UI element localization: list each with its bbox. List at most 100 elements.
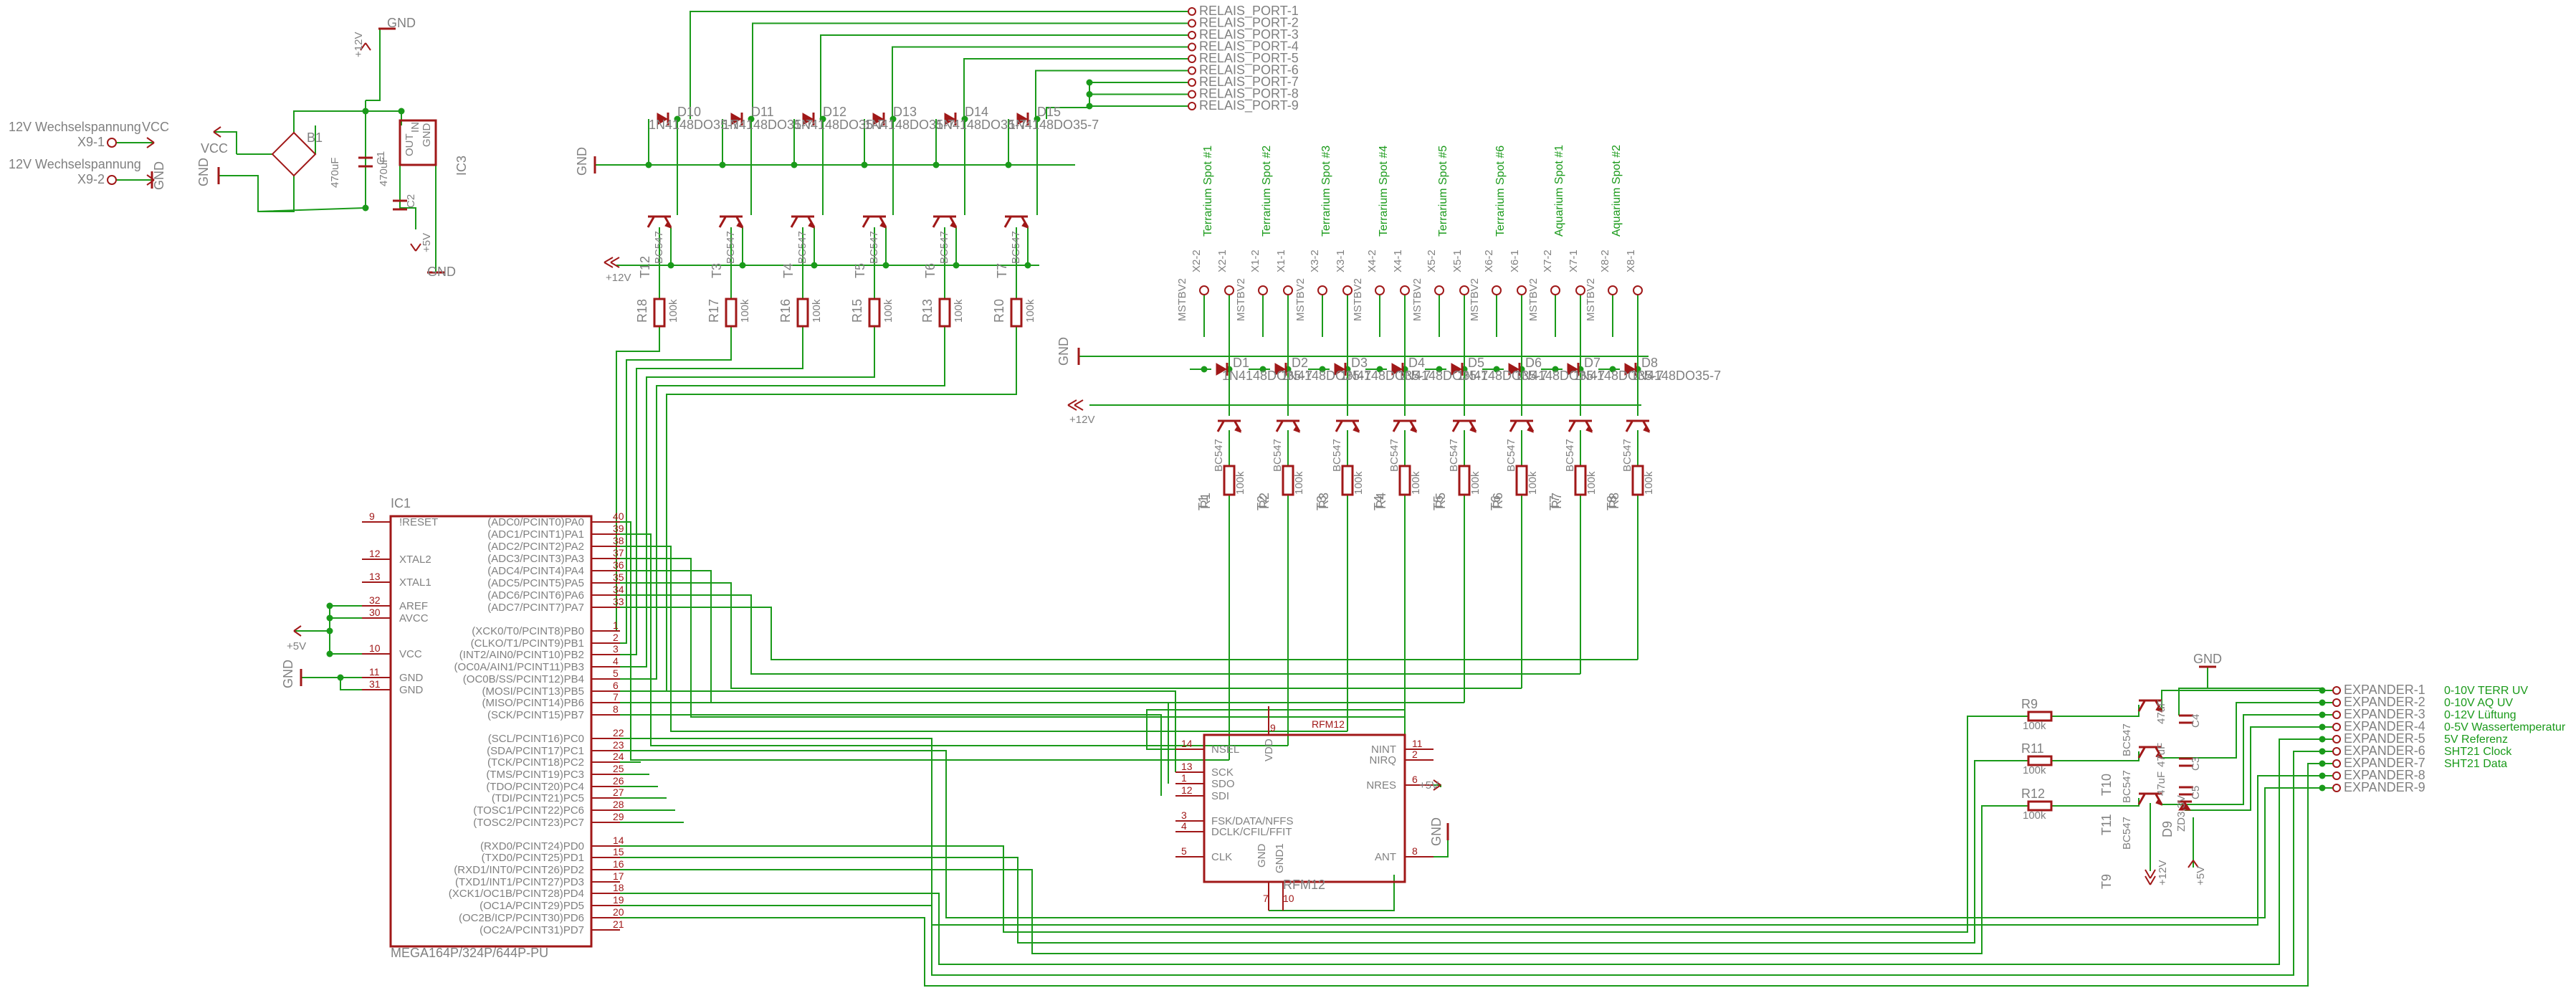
spot-pad-a [1608, 285, 1618, 295]
spot-diode-7 [1567, 363, 1579, 376]
relais-pad [1188, 19, 1196, 28]
wire [2051, 798, 2139, 807]
top-transistor-5-arrow [950, 220, 957, 229]
relais-port-6: RELAIS_PORT-6 [1199, 63, 1299, 78]
c2-label: C2 [405, 194, 417, 208]
ic1-pin-num: 1 [613, 619, 619, 631]
r11-value: 100k [2023, 764, 2046, 776]
top-resistor-value: 100k [739, 299, 751, 323]
ic1-pin-num: 24 [613, 751, 624, 762]
top-transistor-6-collector [1003, 217, 1012, 228]
spot-conn-b: X3-1 [1335, 250, 1347, 272]
expander-pad [2332, 747, 2341, 756]
c5-label: C5 [2190, 786, 2202, 799]
ic1-pin-num: 27 [613, 787, 624, 798]
expander-port-9: EXPANDER-9 [2344, 780, 2425, 794]
spot-pad-a [1550, 285, 1560, 295]
rfm-pin-num: 13 [1181, 761, 1193, 772]
spot-diode-name: D3 [1351, 356, 1368, 370]
vcc-label: VCC [142, 120, 169, 134]
junction-dot [1319, 366, 1326, 373]
ic1-pin-name: (OC0B/SS/PCINT12)PB4 [463, 673, 584, 685]
spot-diode-3 [1334, 363, 1346, 376]
ic1-pin-num: 31 [369, 678, 381, 690]
top-transistor-5-collector [932, 217, 940, 228]
ic1-pin-num: 11 [369, 666, 380, 678]
wire [2185, 726, 2322, 811]
spot-diode-part: 1N4148DO35-7 [1281, 369, 1371, 383]
spot-transistor-6-arrow [1527, 424, 1534, 433]
ic1-pin-name: (TXD1/INT1/PCINT27)PD3 [455, 876, 584, 888]
spot-transistor-name: T1 [1196, 495, 1211, 510]
rfm-pin-name: CLK [1211, 851, 1232, 863]
top-diode-1 [657, 113, 669, 125]
relais-port-1: RELAIS_PORT-1 [1199, 4, 1299, 19]
spot-resistor-value: 100k [1527, 471, 1539, 495]
spot-diode-name: D6 [1525, 356, 1542, 370]
spot-diode-8 [1624, 363, 1636, 376]
expander-label-2: 0-10V AQ UV [2444, 697, 2513, 709]
ic1-pin-num: 8 [613, 703, 619, 715]
top-resistor-name: R18 [635, 299, 649, 323]
t10-label: T10 [2099, 774, 2114, 796]
spot-conn-part: MSTBV2 [1294, 278, 1307, 321]
plus5v-ic1-label: +5V [287, 640, 306, 652]
rfm-pin-num: 14 [1181, 738, 1193, 749]
relais-pad [1188, 78, 1196, 87]
top-resistor-3 [796, 298, 809, 328]
spot-conn-b: X8-1 [1625, 250, 1637, 272]
rfm-pin-num: 3 [1181, 809, 1187, 821]
wires [116, 11, 2333, 987]
c5-value: 47uF [2155, 771, 2167, 796]
spot-transistor-1-collector [1216, 421, 1225, 432]
ic1-pin-name: (RXD1/INT0/PCINT26)PD2 [454, 864, 584, 876]
top-diode-3 [802, 113, 814, 125]
spot-pad-b [1342, 285, 1353, 295]
spot-diode-part: 1N4148DO35-7 [1398, 369, 1488, 383]
spot-resistor-3 [1341, 465, 1354, 496]
spot-transistor-name: T4 [1372, 495, 1386, 510]
top-diode-part: 1N4148DO35-7 [649, 118, 739, 132]
spot-transistor-part: BC547 [1272, 439, 1284, 472]
spot-transistor-name: T5 [1431, 495, 1446, 510]
spot-transistor-part: BC547 [1331, 439, 1343, 472]
wire [620, 750, 2322, 918]
ic3-gnd: GND [421, 123, 433, 148]
wire [670, 617, 1347, 732]
ic1-pin-name: (OC2B/ICP/PCINT30)PD6 [459, 912, 584, 924]
ic1-pin-name: (ADC2/PCINT2)PA2 [487, 541, 584, 553]
spot-resistor-value: 100k [1585, 471, 1598, 495]
junction-dot [1493, 366, 1500, 373]
spot-resistor-name: R1 [1198, 493, 1213, 509]
junction-dot [791, 161, 798, 168]
ic1-pin-num: 7 [613, 691, 619, 703]
ic1-pin-num: 9 [369, 510, 375, 522]
spot-pad-a [1375, 285, 1385, 295]
spot-transistor-2-arrow [1293, 424, 1300, 433]
wire [963, 58, 1188, 119]
power-input1-label: 12V Wechselspannung [9, 120, 141, 134]
top-transistor-part: BC547 [938, 231, 950, 264]
ic3-label: IC3 [454, 156, 469, 176]
ic1-pin-name: (INT2/AIN0/PCINT10)PB2 [459, 649, 584, 661]
t10-symbol-collector [2137, 700, 2146, 712]
ic1-pin-name: GND [399, 672, 424, 684]
plus12v-rail-label: +12V [606, 272, 631, 284]
arrow [2188, 860, 2199, 868]
spot-resistor-8 [1631, 465, 1644, 496]
wire [620, 326, 875, 667]
wire [620, 326, 945, 680]
wire [620, 751, 2322, 976]
r9-label: R9 [2021, 697, 2038, 711]
junction-dot [337, 674, 344, 681]
top-transistor-name: T4 [781, 263, 796, 278]
spot-label-8: Aquarium Spot #2 [1611, 145, 1623, 237]
junction-dot [362, 204, 369, 212]
ic1-pin-num: 29 [613, 811, 624, 822]
spot-resistor-value: 100k [1293, 471, 1305, 495]
spot-pad-b [1283, 285, 1293, 295]
expander-port-2: EXPANDER-2 [2344, 695, 2425, 709]
top-resistor-value: 100k [667, 299, 679, 323]
top-transistor-part: BC547 [1010, 231, 1022, 264]
